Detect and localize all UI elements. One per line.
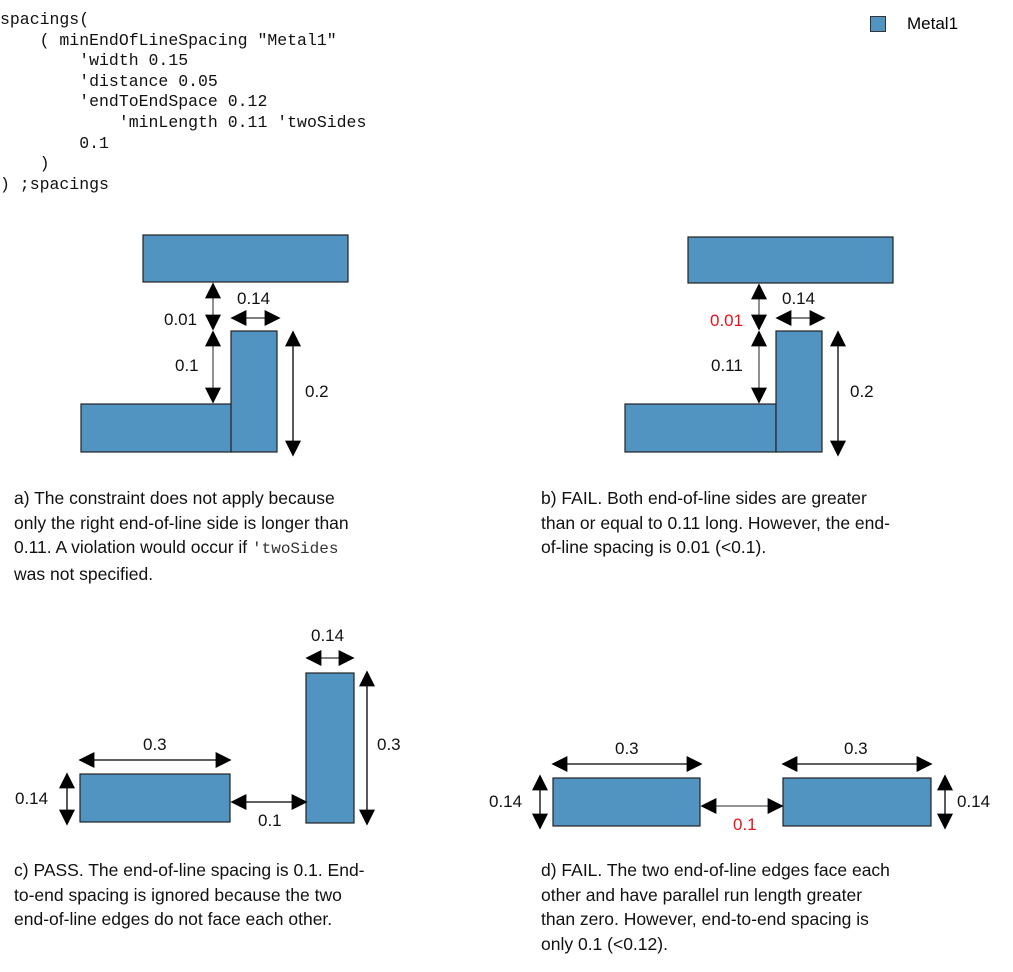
metal-shape-right [782, 777, 932, 827]
label-length-left: 0.3 [615, 739, 639, 758]
metal1-swatch-icon [870, 16, 886, 32]
metal-shape-vertical [775, 330, 823, 453]
code-line: spacings( [0, 10, 90, 29]
code-line: 'minLength 0.11 'twoSides [0, 112, 367, 132]
caption-a: a) The constraint does not apply because… [14, 486, 349, 586]
caption-c: c) PASS. The end-of-line spacing is 0.1.… [14, 858, 365, 932]
caption-line: of-line spacing is 0.01 (<0.1). [541, 537, 767, 557]
code-line: ( minEndOfLineSpacing "Metal1" [0, 30, 337, 50]
caption-line: to-end spacing is ignored because the tw… [14, 884, 342, 905]
label-side-left: 0.1 [175, 356, 199, 375]
panel-a: 0.01 0.14 0.1 0.2 [80, 234, 349, 457]
metal-shape-top [687, 236, 894, 284]
label-gap-violation: 0.01 [710, 311, 743, 330]
code-line: 'endToEndSpace 0.12 [0, 92, 268, 112]
label-width: 0.14 [782, 289, 815, 308]
caption-line: c) PASS. The end-of-line spacing is 0.1.… [14, 860, 365, 880]
label-length-h: 0.3 [143, 735, 167, 754]
label-width-v: 0.14 [311, 626, 344, 645]
metal-shape-left [552, 777, 701, 827]
metal-shape-top [142, 234, 349, 283]
code-line: 'width 0.15 [0, 51, 189, 71]
label-side-left: 0.11 [711, 356, 743, 375]
label-side-right: 0.2 [305, 382, 329, 401]
caption-line: other and have parallel run length great… [541, 884, 863, 905]
caption-text: 0.11. A violation would occur if [14, 537, 253, 557]
legend: Metal1 [870, 14, 958, 34]
code-line: ) ;spacings [0, 174, 109, 194]
label-gap: 0.01 [164, 310, 197, 329]
caption-line: was not specified. [14, 563, 154, 584]
label-width: 0.14 [237, 289, 270, 308]
label-spacing-violation: 0.1 [733, 815, 757, 834]
caption-d: d) FAIL. The two end-of-line edges face … [541, 858, 890, 956]
caption-line: only the right end-of-line side is longe… [14, 512, 349, 533]
caption-line: 0.11. A violation would occur if 'twoSid… [14, 535, 349, 562]
label-height-left: 0.14 [489, 792, 522, 811]
caption-code: 'twoSides [252, 540, 339, 558]
code-line: ) [0, 154, 50, 174]
caption-line: than or equal to 0.11 long. However, the… [541, 512, 890, 533]
label-height-right: 0.14 [957, 792, 990, 811]
metal-shape-horizontal [80, 403, 233, 453]
metal-shape-horizontal [624, 403, 777, 453]
code-line: 0.1 [0, 133, 109, 153]
caption-line: b) FAIL. Both end-of-line sides are grea… [541, 488, 867, 508]
caption-b: b) FAIL. Both end-of-line sides are grea… [541, 486, 890, 560]
metal-shape-horizontal [79, 773, 231, 823]
caption-line: only 0.1 (<0.12). [541, 933, 668, 954]
panel-d: 0.3 0.3 0.14 0.14 0.1 [489, 739, 990, 834]
label-side-right: 0.2 [850, 382, 874, 401]
label-spacing: 0.1 [258, 811, 282, 830]
panel-b: 0.01 0.14 0.11 0.2 [624, 236, 894, 457]
label-height-h: 0.14 [15, 789, 48, 808]
caption-line: d) FAIL. The two end-of-line edges face … [541, 860, 890, 880]
caption-line: end-of-line edges do not face each other… [14, 909, 333, 929]
caption-line: than zero. However, end-to-end spacing i… [541, 909, 869, 929]
legend-label: Metal1 [907, 14, 959, 33]
metal-shape-vertical [305, 672, 355, 824]
panel-c: 0.3 0.14 0.1 0.14 0.3 [15, 626, 401, 830]
code-line: 'distance 0.05 [0, 71, 218, 91]
label-length-v: 0.3 [377, 735, 401, 754]
caption-line: a) The constraint does not apply because [14, 488, 335, 508]
metal-shape-vertical [230, 330, 278, 453]
label-length-right: 0.3 [844, 739, 868, 758]
code-block: spacings( ( minEndOfLineSpacing "Metal1"… [0, 10, 366, 195]
